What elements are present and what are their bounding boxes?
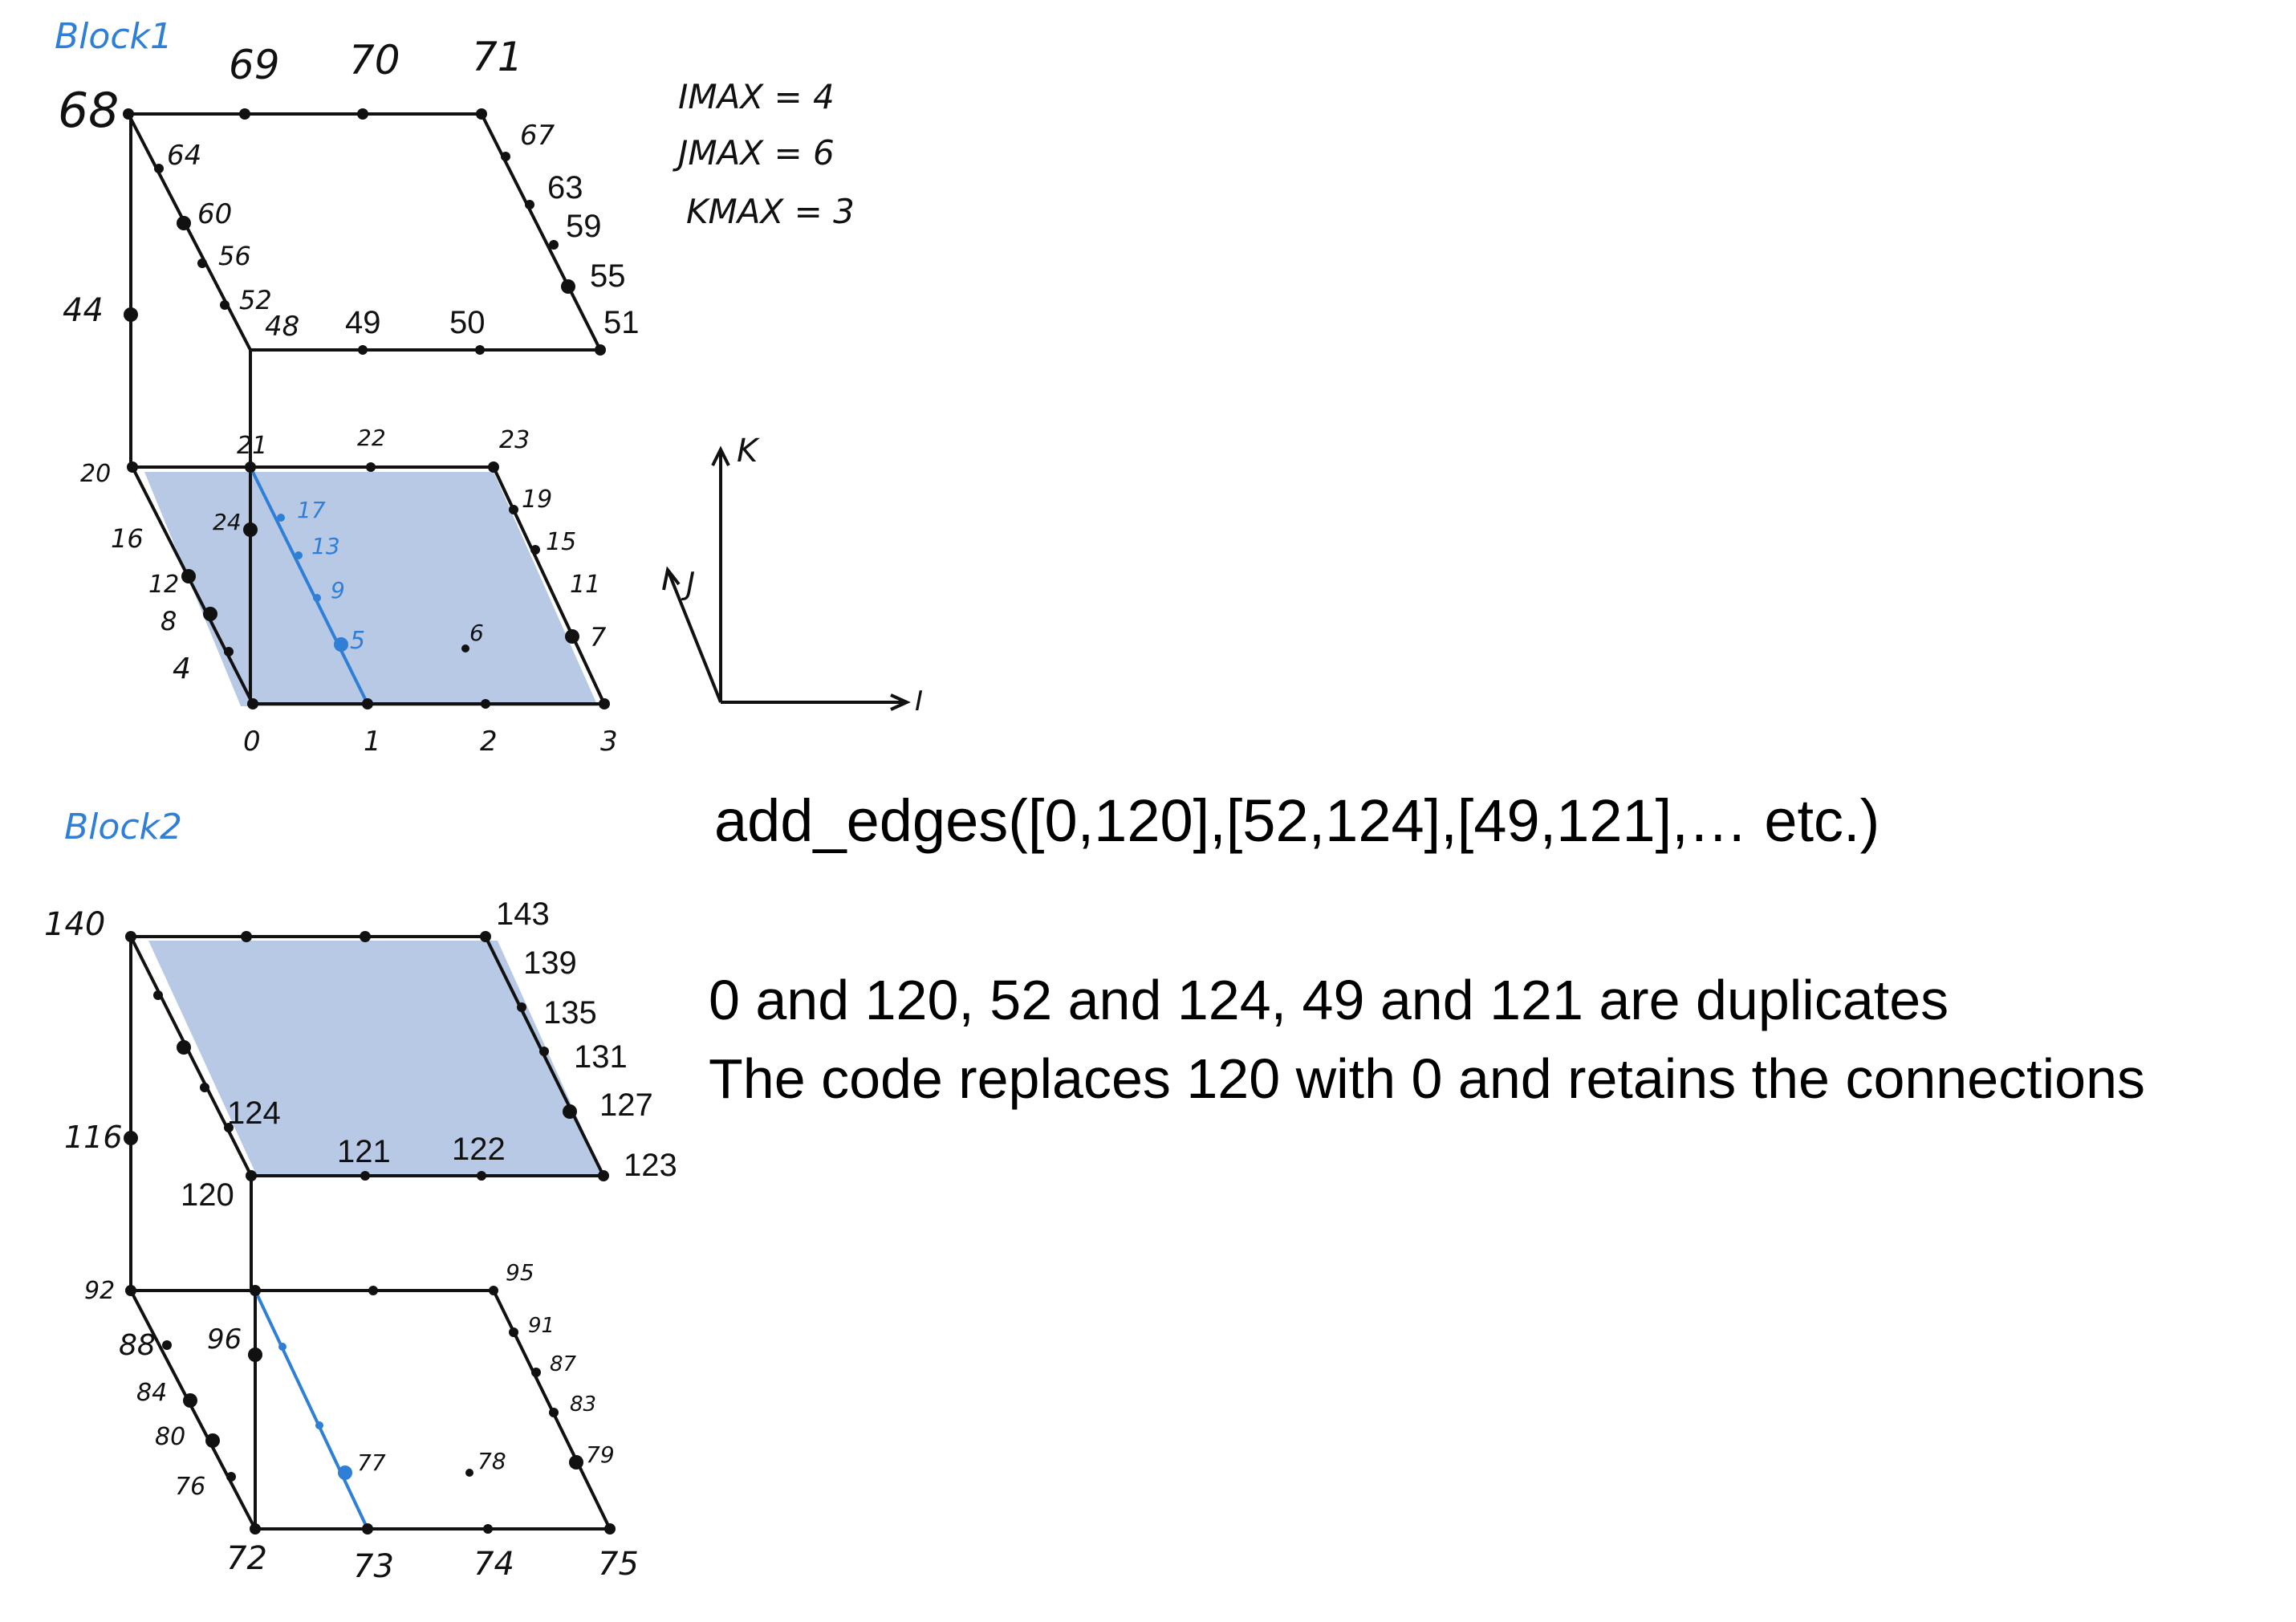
label-77: 77	[357, 1449, 386, 1476]
label-4: 4	[173, 652, 191, 685]
duplicates-line: 0 and 120, 52 and 124, 49 and 121 are du…	[709, 969, 1949, 1031]
label-50: 50	[449, 305, 486, 340]
label-23: 23	[499, 426, 530, 454]
label-120: 120	[181, 1177, 234, 1213]
replace-line: The code replaces 120 with 0 and retains…	[709, 1047, 2145, 1110]
label-49: 49	[345, 305, 381, 340]
label-8: 8	[161, 606, 177, 636]
label-59: 59	[566, 209, 602, 244]
label-73: 73	[353, 1548, 394, 1585]
label-69: 69	[229, 42, 280, 88]
label-84: 84	[136, 1379, 167, 1407]
dims-notes: IMAX = 4 JMAX = 6 KMAX = 3	[673, 77, 855, 231]
label-48: 48	[265, 311, 299, 343]
label-20: 20	[80, 460, 111, 488]
label-135: 135	[543, 995, 597, 1031]
block1-nodes	[123, 108, 610, 709]
label-72: 72	[226, 1540, 267, 1577]
label-64: 64	[167, 140, 201, 172]
axis-j-label: J	[681, 566, 695, 601]
block1-title: Block1	[55, 16, 173, 57]
code-line: add_edges([0,120],[52,124],[49,121],… et…	[714, 787, 1879, 854]
label-71: 71	[472, 34, 523, 80]
label-122: 122	[452, 1132, 506, 1167]
label-88: 88	[119, 1329, 156, 1362]
label-74: 74	[473, 1546, 514, 1583]
label-63: 63	[547, 170, 583, 205]
label-0: 0	[243, 726, 261, 758]
label-87: 87	[550, 1352, 577, 1376]
label-123: 123	[624, 1148, 677, 1183]
label-1: 1	[364, 726, 381, 758]
label-9: 9	[331, 577, 345, 604]
label-116: 116	[64, 1120, 123, 1155]
label-83: 83	[570, 1392, 596, 1417]
label-12: 12	[148, 571, 179, 599]
block2-title: Block2	[64, 807, 182, 848]
block2: Block2 140 143 139 1	[44, 807, 677, 1585]
label-11: 11	[570, 571, 600, 599]
label-124: 124	[227, 1096, 281, 1131]
label-56: 56	[218, 241, 251, 271]
label-6: 6	[469, 620, 484, 646]
label-60: 60	[197, 198, 232, 230]
block2-shaded-face	[148, 941, 603, 1176]
block2-nodes	[124, 931, 616, 1535]
label-67: 67	[520, 120, 555, 152]
label-5: 5	[350, 627, 365, 655]
label-51: 51	[603, 305, 640, 340]
label-52: 52	[239, 285, 272, 315]
label-139: 139	[523, 945, 577, 981]
label-96: 96	[207, 1323, 242, 1356]
block1-shaded-face	[144, 472, 598, 706]
label-79: 79	[586, 1441, 615, 1468]
label-16: 16	[111, 523, 144, 554]
label-92: 92	[84, 1277, 115, 1305]
label-131: 131	[574, 1039, 628, 1075]
label-17: 17	[297, 497, 326, 523]
label-91: 91	[528, 1314, 555, 1338]
jmax-note: JMAX = 6	[673, 133, 835, 173]
label-3: 3	[600, 726, 618, 758]
block2-blue-line	[254, 1290, 369, 1530]
label-95: 95	[506, 1259, 534, 1286]
label-80: 80	[155, 1423, 185, 1451]
label-13: 13	[311, 533, 340, 559]
label-70: 70	[349, 37, 400, 83]
label-76: 76	[175, 1473, 205, 1501]
imax-note: IMAX = 4	[678, 77, 835, 116]
block1-blue-nodes	[277, 514, 348, 652]
label-21: 21	[237, 432, 267, 460]
axis-i-label: I	[915, 685, 923, 718]
label-44: 44	[63, 292, 104, 329]
label-55: 55	[590, 258, 626, 294]
label-140: 140	[44, 906, 105, 943]
label-143: 143	[496, 896, 550, 932]
label-24: 24	[213, 509, 242, 535]
block1-blue-line	[249, 466, 369, 705]
label-15: 15	[546, 528, 576, 556]
label-75: 75	[598, 1546, 639, 1583]
label-127: 127	[599, 1087, 653, 1123]
label-22: 22	[357, 425, 386, 451]
label-2: 2	[480, 726, 498, 758]
kmax-note: KMAX = 3	[686, 192, 855, 231]
axes-diagram	[662, 445, 911, 711]
label-7: 7	[590, 622, 607, 652]
label-78: 78	[477, 1448, 506, 1474]
block1: Block1 68 69	[55, 16, 640, 758]
label-68: 68	[58, 83, 119, 139]
label-121: 121	[337, 1134, 391, 1169]
block2-blue-nodes	[278, 1343, 352, 1480]
label-19: 19	[522, 486, 552, 514]
axis-k-label: K	[737, 433, 760, 470]
